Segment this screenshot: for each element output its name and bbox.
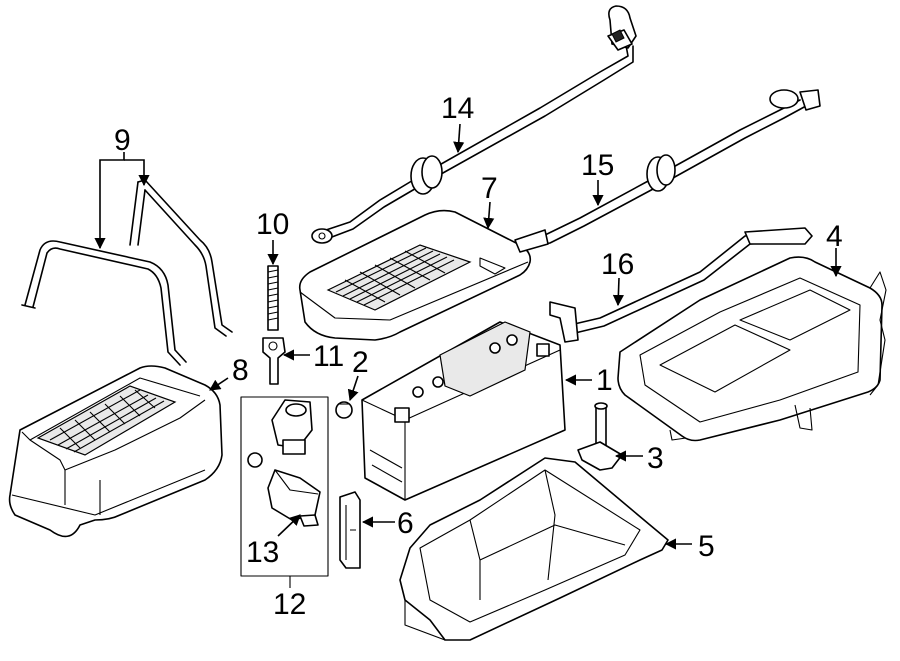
part-11-pin bbox=[262, 337, 286, 385]
callout-15: 15 bbox=[581, 149, 614, 182]
callout-14: 14 bbox=[441, 92, 474, 125]
callout-labels: 1 2 3 4 5 6 7 8 9 10 11 12 13 14 15 16 bbox=[114, 92, 843, 621]
callout-1: 1 bbox=[596, 364, 613, 397]
part-15-cable bbox=[514, 89, 821, 253]
part-12-relay-group bbox=[240, 396, 329, 577]
part-5-lower-tray bbox=[399, 457, 669, 641]
callout-12: 12 bbox=[273, 588, 306, 621]
callout-11: 11 bbox=[313, 340, 344, 373]
part-3-hold-down bbox=[577, 402, 623, 471]
part-10-stud bbox=[267, 265, 279, 331]
part-4-battery-tray bbox=[617, 256, 887, 442]
part-2-clip bbox=[335, 401, 353, 419]
callout-16: 16 bbox=[601, 248, 634, 281]
part-13-relay-cover bbox=[299, 514, 319, 527]
leader-lines bbox=[94, 123, 842, 588]
part-1-battery bbox=[361, 321, 566, 501]
callout-9: 9 bbox=[114, 124, 131, 157]
callout-8: 8 bbox=[232, 354, 249, 387]
part-9-hold-down-brackets bbox=[21, 179, 233, 366]
callout-10: 10 bbox=[256, 208, 289, 241]
callout-7: 7 bbox=[481, 172, 498, 205]
part-16-ground-strap bbox=[549, 227, 813, 343]
part-8-battery-cover bbox=[8, 365, 223, 538]
callout-6: 6 bbox=[397, 507, 414, 540]
callout-2: 2 bbox=[352, 346, 369, 379]
part-7-top-cover bbox=[298, 209, 532, 341]
part-6-bracket bbox=[339, 491, 361, 569]
part-14-cable bbox=[311, 5, 637, 244]
callout-5: 5 bbox=[698, 530, 715, 563]
callout-3: 3 bbox=[647, 442, 664, 475]
callout-4: 4 bbox=[826, 220, 843, 253]
callout-13: 13 bbox=[246, 536, 279, 569]
